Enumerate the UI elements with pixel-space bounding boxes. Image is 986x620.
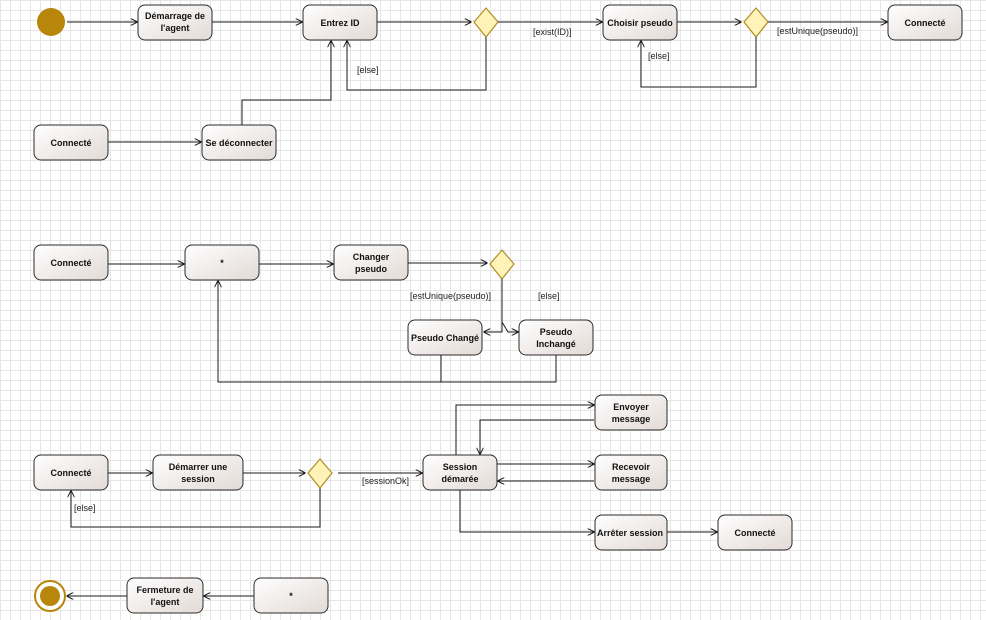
- flow-decision-1-else-to-entrez-id: [347, 37, 487, 91]
- decision-node-4: [307, 458, 333, 489]
- node-entrez-id[interactable]: Entrez ID: [302, 4, 378, 41]
- svg-text:Connecté: Connecté: [734, 528, 775, 538]
- svg-text:Se déconnecter: Se déconnecter: [205, 138, 273, 148]
- node-pseudo-change[interactable]: Pseudo Changé: [407, 319, 483, 356]
- svg-text:Connecté: Connecté: [904, 18, 945, 28]
- decision-node-3: [489, 249, 515, 280]
- svg-text:Choisir pseudo: Choisir pseudo: [607, 18, 673, 28]
- node-label: Fermeture de: [136, 585, 193, 595]
- node-session-demarree[interactable]: Session démarée: [422, 454, 498, 491]
- flow-se-deconnecter-to-entrez-id: [241, 41, 331, 125]
- flow-decision-4-else-to-connecte: [71, 488, 321, 528]
- node-label: Démarrage de: [145, 11, 205, 21]
- flow-pseudo-inchange-to-star: [441, 355, 557, 383]
- node-label: Recevoir: [612, 462, 651, 472]
- svg-text:Arrêter session: Arrêter session: [597, 528, 663, 538]
- node-label: Choisir pseudo: [607, 18, 673, 28]
- flow-session-to-arreter: [459, 490, 594, 532]
- node-star[interactable]: *: [184, 244, 260, 281]
- node-label: *: [220, 258, 224, 268]
- guard-else: [else]: [74, 503, 96, 513]
- node-demarrage-agent[interactable]: Démarrage de l'agent: [137, 4, 213, 41]
- flow-decision-2-else-to-choisir-pseudo: [641, 37, 757, 88]
- node-label: message: [612, 414, 651, 424]
- node-connecte[interactable]: Connecté: [717, 514, 793, 551]
- node-connecte[interactable]: Connecté: [33, 124, 109, 161]
- node-label: message: [612, 474, 651, 484]
- decision-node-1: [473, 7, 499, 38]
- guard-exist-id: [exist(ID)]: [533, 27, 572, 37]
- node-connecte[interactable]: Connecté: [33, 244, 109, 281]
- node-demarrer-session[interactable]: Démarrer une session: [152, 454, 244, 491]
- node-label: Démarrer une: [169, 462, 228, 472]
- node-label: Changer: [353, 252, 390, 262]
- svg-text:Entrez ID: Entrez ID: [320, 18, 360, 28]
- node-label: Inchangé: [536, 339, 576, 349]
- svg-text:*: *: [220, 258, 224, 268]
- node-label: Envoyer: [613, 402, 649, 412]
- guard-est-unique: [estUnique(pseudo)]: [777, 26, 858, 36]
- node-label: Connecté: [50, 258, 91, 268]
- node-label: *: [289, 591, 293, 601]
- guard-else: [else]: [357, 65, 379, 75]
- svg-text:Fermeture del'agent: Fermeture de l'agent: [136, 585, 193, 607]
- svg-text:Pseudo Changé: Pseudo Changé: [411, 333, 479, 343]
- decision-node-2: [743, 7, 769, 38]
- flow-decision-3-to-pseudo-change: [484, 279, 503, 332]
- node-label: Connecté: [904, 18, 945, 28]
- flow-pseudo-change-to-star: [218, 281, 442, 383]
- node-label: Pseudo: [540, 327, 573, 337]
- node-label: l'agent: [161, 23, 190, 33]
- node-label: Session: [443, 462, 478, 472]
- flow-envoyer-to-session: [480, 419, 594, 454]
- node-label: démarée: [441, 474, 478, 484]
- node-recevoir-message[interactable]: Recevoir message: [594, 454, 668, 491]
- svg-text:Connecté: Connecté: [50, 468, 91, 478]
- flow-decision-3-to-pseudo-inchange: [501, 279, 518, 332]
- node-envoyer-message[interactable]: Envoyer message: [594, 394, 668, 431]
- node-label: Connecté: [734, 528, 775, 538]
- node-label: Arrêter session: [597, 528, 663, 538]
- node-star[interactable]: *: [253, 577, 329, 614]
- node-connecte[interactable]: Connecté: [33, 454, 109, 491]
- node-label: pseudo: [355, 264, 388, 274]
- svg-text:Démarrage del'agent: Démarrage de l'agent: [145, 11, 205, 33]
- node-se-deconnecter[interactable]: Se déconnecter: [201, 124, 277, 161]
- guard-session-ok: [sessionOk]: [362, 476, 409, 486]
- initial-node: [37, 8, 65, 36]
- guard-else: [else]: [538, 291, 560, 301]
- node-label: Se déconnecter: [205, 138, 273, 148]
- svg-text:*: *: [289, 591, 293, 601]
- guard-else: [else]: [648, 51, 670, 61]
- node-label: session: [181, 474, 215, 484]
- node-label: l'agent: [151, 597, 180, 607]
- node-label: Connecté: [50, 468, 91, 478]
- node-label: Connecté: [50, 138, 91, 148]
- node-changer-pseudo[interactable]: Changer pseudo: [333, 244, 409, 281]
- guard-est-unique: [estUnique(pseudo)]: [410, 291, 491, 301]
- node-fermeture-agent[interactable]: Fermeture de l'agent: [126, 577, 204, 614]
- svg-text:Connecté: Connecté: [50, 138, 91, 148]
- node-choisir-pseudo[interactable]: Choisir pseudo: [602, 4, 678, 41]
- node-label: Entrez ID: [320, 18, 360, 28]
- node-label: Pseudo Changé: [411, 333, 479, 343]
- svg-text:Connecté: Connecté: [50, 258, 91, 268]
- flow-session-to-envoyer: [455, 405, 594, 455]
- node-connecte[interactable]: Connecté: [887, 4, 963, 41]
- final-node: [34, 580, 66, 612]
- node-arreter-session[interactable]: Arrêter session: [594, 514, 668, 551]
